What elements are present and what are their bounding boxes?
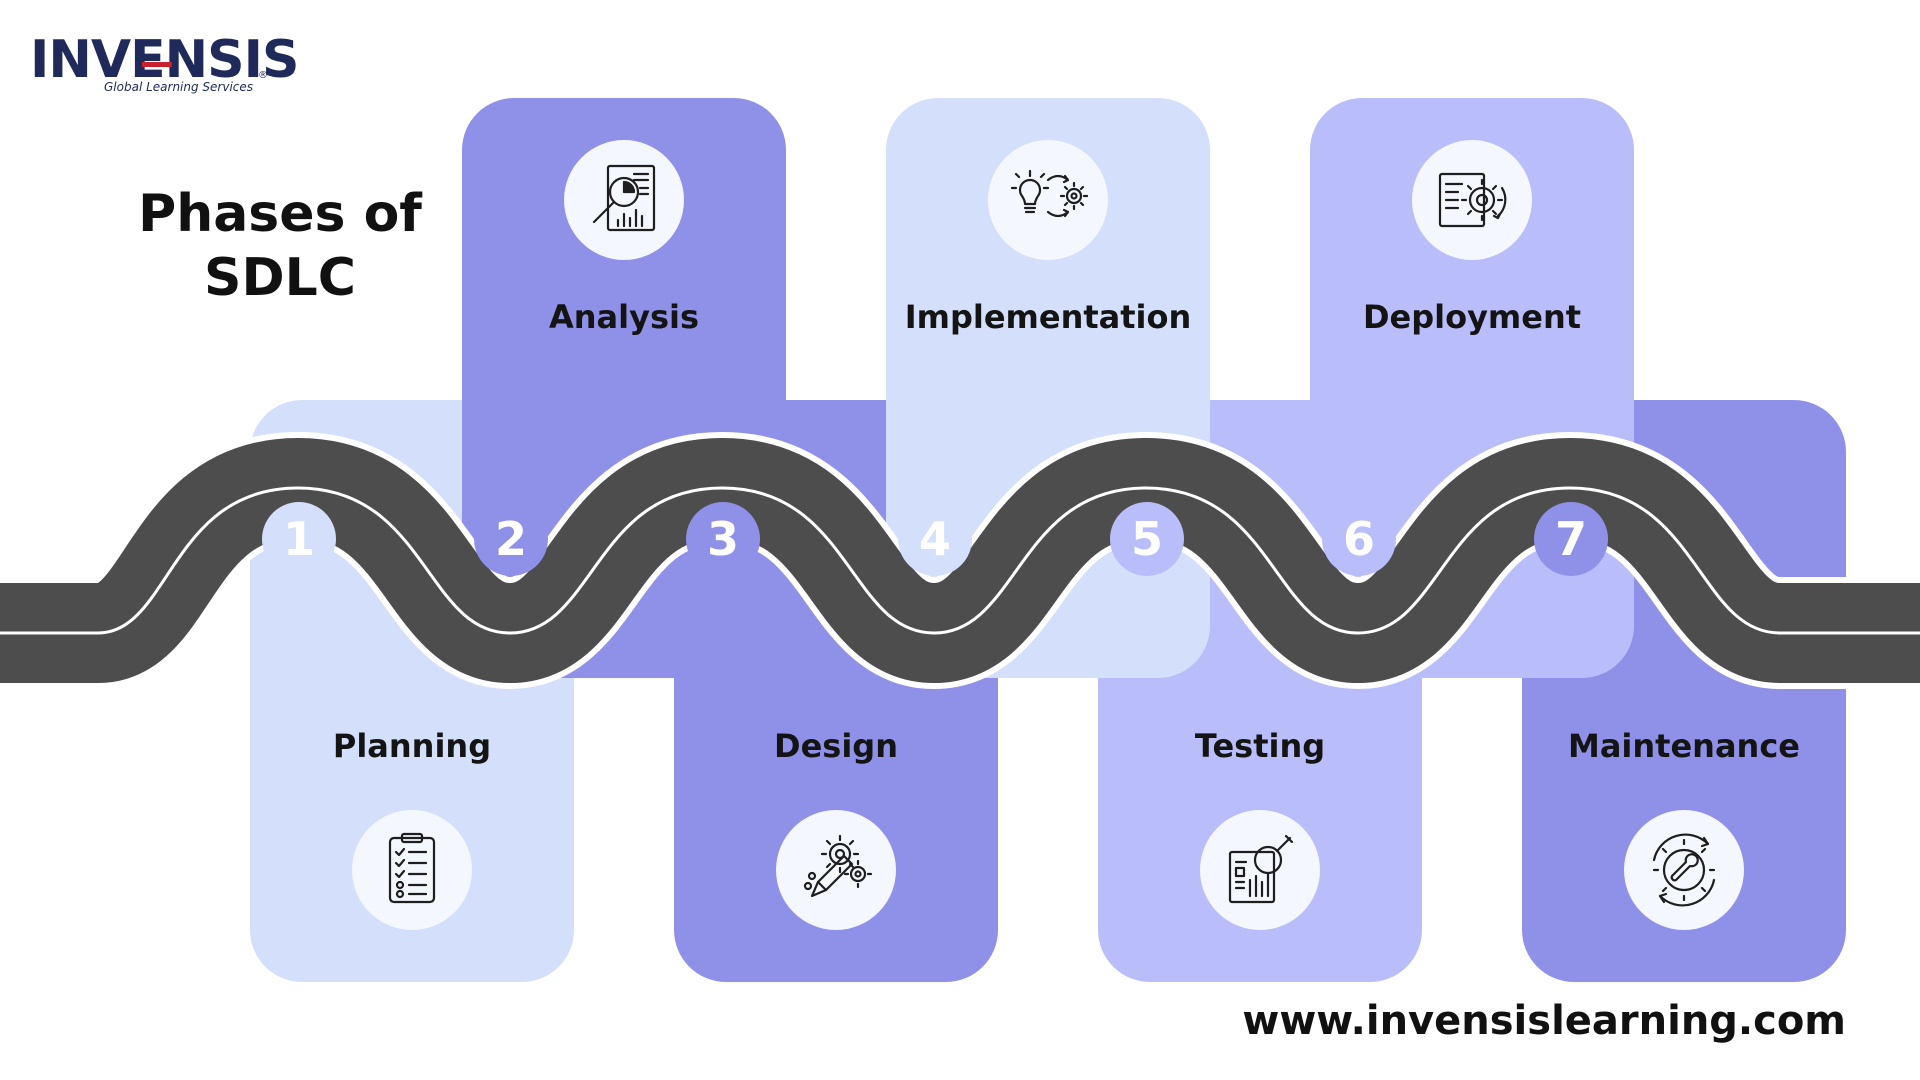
logo-wordmark: INVENSIS [30, 30, 299, 90]
phase-number-1: 1 [262, 502, 336, 576]
phase-icon-circle [1200, 810, 1320, 930]
phase-card-analysis: Analysis [462, 98, 786, 678]
website-url: www.invensislearning.com [1242, 998, 1846, 1044]
phase-icon-circle [564, 140, 684, 260]
phase-number-7: 7 [1534, 502, 1608, 576]
phase-label-implementation: Implementation [904, 298, 1192, 336]
phase-icon-circle [988, 140, 1108, 260]
phase-icon-circle [352, 810, 472, 930]
phase-label-maintenance: Maintenance [1567, 727, 1800, 765]
phase-label-deployment: Deployment [1362, 298, 1582, 336]
phase-number-6: 6 [1322, 502, 1396, 576]
phase-icon-circle [1412, 140, 1532, 260]
invensis-logo: INVENSIS ® Global Learning Services [30, 34, 299, 104]
phase-card-implementation: Implementation [886, 98, 1210, 678]
phase-icon-circle [776, 810, 896, 930]
phase-label-design: Design [774, 727, 898, 765]
phase-number-5: 5 [1110, 502, 1184, 576]
phase-icon-circle [1624, 810, 1744, 930]
title-line-1: Phases of [138, 184, 422, 244]
logo-registered-mark: ® [258, 70, 268, 81]
phase-label-planning: Planning [332, 727, 492, 765]
title-line-2: SDLC [204, 248, 356, 308]
checklist-icon [388, 832, 436, 904]
phase-label-testing: Testing [1194, 727, 1326, 765]
logo-accent-bar [142, 62, 172, 67]
logo-tagline: Global Learning Services [104, 80, 254, 94]
phase-number-4: 4 [898, 502, 972, 576]
testing-magnifier-icon [1228, 834, 1294, 904]
deployment-gear-icon [1438, 172, 1507, 228]
maintenance-wrench-icon [1652, 833, 1716, 907]
page-title: Phases of SDLC [110, 182, 450, 310]
phase-label-analysis: Analysis [548, 298, 700, 336]
report-analysis-icon [592, 164, 656, 232]
phase-card-deployment: Deployment [1310, 98, 1634, 678]
phase-number-2: 2 [474, 502, 548, 576]
design-gears-icon [803, 834, 873, 898]
phase-number-3: 3 [686, 502, 760, 576]
idea-to-gear-icon [1010, 169, 1088, 218]
